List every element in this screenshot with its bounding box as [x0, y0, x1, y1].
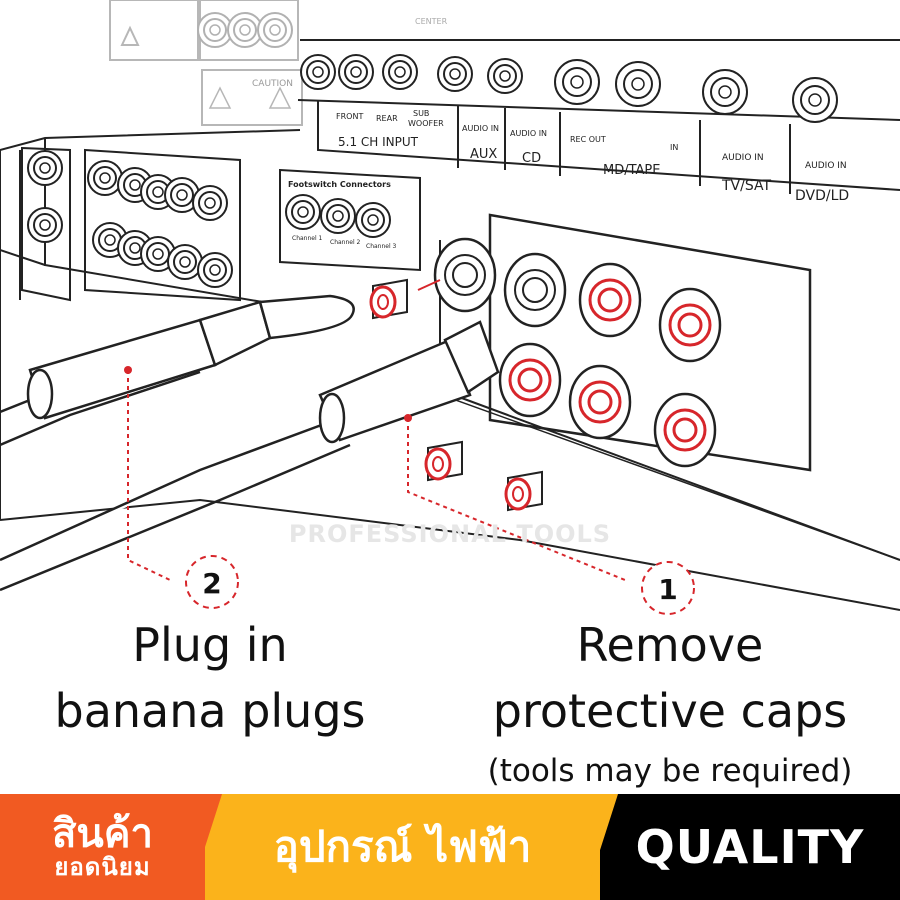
tv-sat-label: TV/SAT — [721, 178, 771, 194]
input-51-label: 5.1 CH INPUT — [338, 135, 419, 149]
footswitch-connectors — [285, 194, 391, 238]
center-label: CENTER — [415, 17, 448, 26]
cap-arrow — [417, 279, 441, 291]
step-2-number: 2 — [202, 567, 221, 600]
rear-label: REAR — [376, 114, 398, 123]
step-2-badge — [185, 555, 239, 609]
banana-plug-cable-upper — [0, 294, 355, 447]
banner-right: QUALITY — [600, 794, 900, 900]
tape-in-label: IN — [670, 143, 678, 152]
upper-panel-faded — [109, 0, 303, 126]
step-2-caption: Plug in banana plugs — [0, 622, 420, 754]
banner-middle: อุปกรณ์ ไฟฟ้า — [205, 794, 600, 900]
callout-line-2 — [127, 370, 171, 581]
promo-banner: อุปกรณ์ ไฟฟ้า QUALITY สินค้า ยอดนิยม — [0, 794, 900, 900]
caution-title: CAUTION — [252, 79, 293, 89]
callout-dot-1 — [404, 414, 412, 422]
banner-middle-text: อุปกรณ์ ไฟฟ้า — [273, 822, 532, 871]
protective-cap — [369, 278, 408, 320]
protective-caps — [369, 278, 543, 512]
banner-left-big: สินค้า — [52, 811, 153, 858]
binding-posts — [433, 237, 722, 468]
binding-post — [498, 342, 562, 418]
top-input-strip — [297, 39, 900, 194]
banner-divider-right — [584, 794, 618, 900]
md-tape-label: MD/TAPE — [603, 163, 660, 178]
banner-left: สินค้า ยอดนิยม — [0, 794, 205, 900]
protective-cap — [504, 470, 543, 512]
callout-dot-2 — [124, 366, 132, 374]
dvd-ld-label: DVD/LD — [795, 188, 849, 204]
step-1-number: 1 — [658, 573, 677, 606]
binding-post — [653, 392, 717, 468]
dvd-audio-in-label: AUDIO IN — [805, 161, 847, 171]
footswitch-ch3: Channel 3 — [366, 243, 397, 250]
woofer-label: WOOFER — [408, 119, 444, 128]
aux-label: AUX — [470, 147, 497, 162]
step-2-line-1: Plug in — [132, 618, 288, 672]
banner-divider-left — [188, 794, 222, 900]
front-label: FRONT — [336, 112, 363, 121]
sub-label: SUB — [413, 109, 429, 118]
step-1-line-1: Remove — [576, 618, 764, 672]
tv-audio-in-label: AUDIO IN — [722, 153, 764, 163]
step-1-caption: Remove protective caps (tools may be req… — [440, 622, 900, 787]
footswitch-title: Footswitch Connectors — [288, 180, 391, 189]
binding-post — [578, 262, 642, 338]
step-1-note: (tools may be required) — [487, 753, 853, 789]
binding-post — [568, 364, 632, 440]
watermark: PROFESSIONAL TOOLS — [288, 520, 612, 548]
banner-left-small: ยอดนิยม — [54, 853, 151, 882]
binding-post — [503, 252, 567, 328]
binding-post — [658, 287, 722, 363]
callout-line-1 — [407, 418, 626, 581]
step-1-badge — [641, 561, 695, 615]
binding-post — [433, 237, 497, 313]
step-1-line-2: protective caps — [492, 684, 848, 738]
banner-quality-text: QUALITY — [635, 820, 865, 874]
footswitch-ch1: Channel 1 — [292, 235, 323, 242]
protective-cap — [424, 440, 463, 482]
aux-audio-in-label: AUDIO IN — [462, 124, 499, 133]
step-2-line-2: banana plugs — [54, 684, 366, 738]
cd-label: CD — [522, 151, 541, 166]
rec-out-label: REC OUT — [570, 135, 606, 144]
footswitch-ch2: Channel 2 — [330, 239, 361, 246]
banana-plug-cable-lower — [0, 320, 500, 592]
cd-audio-in-label: AUDIO IN — [510, 129, 547, 138]
left-rca-block — [21, 146, 241, 302]
